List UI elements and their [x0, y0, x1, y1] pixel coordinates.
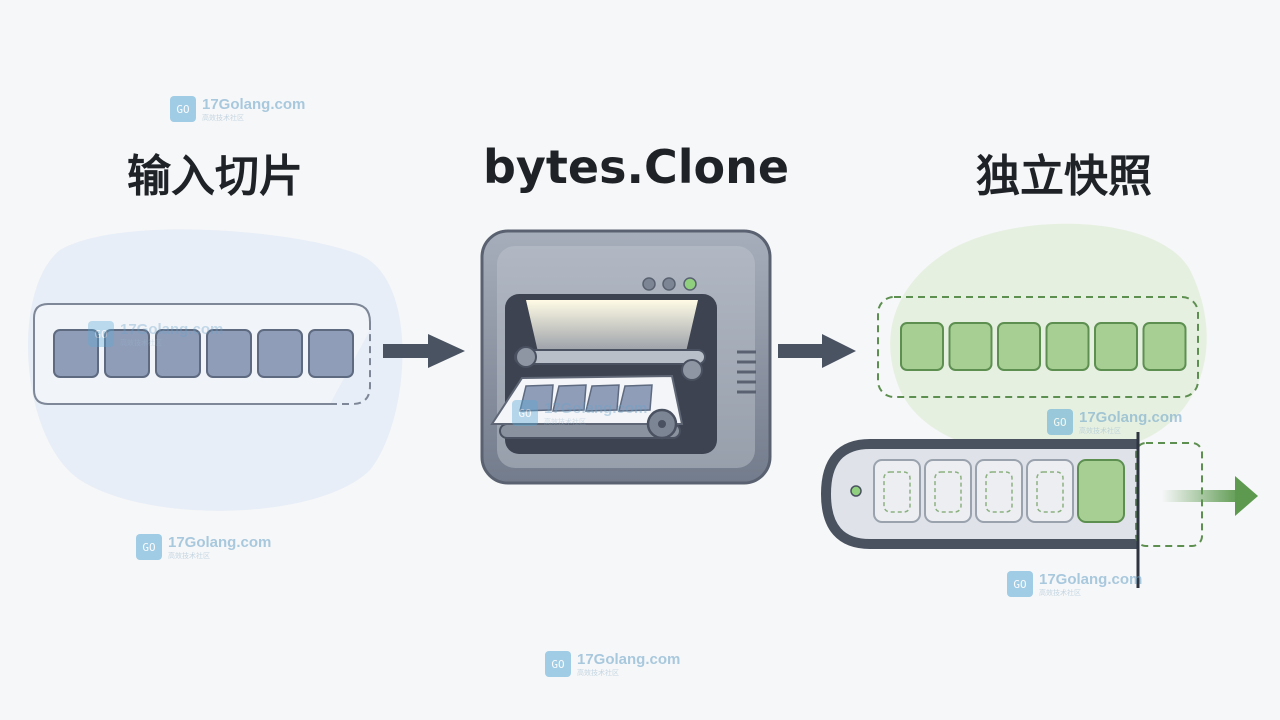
watermark-text: 17Golang.com [544, 399, 648, 417]
watermark-subtext: 高效技术社区 [544, 417, 586, 426]
output-byte-cell [1045, 322, 1090, 371]
watermark-text: 17Golang.com [202, 95, 306, 113]
watermark-logo-icon: GO [512, 400, 538, 426]
conveyor [820, 432, 1258, 588]
watermark-text: 17Golang.com [168, 533, 272, 551]
watermark-logo-icon: GO [88, 321, 114, 347]
copied-byte-cell [585, 384, 620, 412]
arrow-to-clone [383, 334, 465, 368]
output-slice-frame [877, 296, 1199, 398]
watermark-logo-icon: GO [170, 96, 196, 122]
output-byte-cell [1094, 322, 1138, 371]
conveyor-slot-empty [975, 459, 1023, 523]
watermark-text: 17Golang.com [577, 650, 681, 668]
conveyor-slot-placeholder [883, 471, 911, 513]
input-byte-cell [206, 329, 252, 378]
input-byte-cell [155, 329, 201, 378]
conveyor-slot-empty [1026, 459, 1074, 523]
input-byte-cell [257, 329, 303, 378]
copy-sheet [490, 374, 684, 425]
copied-byte-cell [552, 384, 587, 412]
input-byte-cell [53, 329, 99, 378]
input-byte-cell [308, 329, 354, 378]
conveyor-slot-empty [873, 459, 921, 523]
copied-byte-cell [519, 384, 554, 412]
indicator-light-2 [662, 277, 676, 291]
conveyor-slot-placeholder [934, 471, 962, 513]
conveyor-slot-placeholder [985, 471, 1013, 513]
conveyor-bolt [850, 485, 862, 497]
watermark-subtext: 高效技术社区 [168, 551, 210, 560]
input-slice-title: 输入切片 [127, 151, 303, 202]
copied-byte-cell [618, 384, 653, 412]
clone-machine [480, 229, 772, 485]
output-byte-cell [1142, 322, 1187, 371]
vent-slats [737, 350, 756, 394]
indicator-light-green [683, 277, 697, 291]
watermark-subtext: 高效技术社区 [1079, 426, 1121, 435]
indicator-light-1 [642, 277, 656, 291]
output-byte-cell [948, 322, 993, 371]
watermark-logo-icon: GO [1047, 409, 1073, 435]
conveyor-slot-placeholder [1036, 471, 1064, 513]
conveyor-slot-filled [1077, 459, 1125, 523]
green-output-arrow [1162, 476, 1258, 516]
input-slice-open-edge [330, 330, 371, 405]
watermark-subtext: 高效技术社区 [202, 113, 244, 122]
watermark-subtext: 高效技术社区 [120, 338, 162, 347]
output-byte-cell [997, 322, 1041, 371]
conveyor-slot-empty [924, 459, 972, 523]
watermark-text: 17Golang.com [1079, 408, 1183, 426]
watermark-text: 17Golang.com [1039, 570, 1143, 588]
watermark-text: 17Golang.com [120, 320, 224, 338]
input-byte-cell [104, 329, 150, 378]
watermark-logo-icon: GO [545, 651, 571, 677]
output-snapshot-title: 独立快照 [976, 151, 1152, 202]
watermark-logo-icon: GO [1007, 571, 1033, 597]
watermark-subtext: 高效技术社区 [577, 668, 619, 677]
output-slice [877, 296, 1199, 398]
conveyor-output-frame [1135, 442, 1203, 547]
function-title: bytes.Clone [482, 140, 790, 194]
watermark-logo-icon: GO [136, 534, 162, 560]
scan-light [526, 300, 698, 352]
arrow-to-snapshot [778, 334, 856, 368]
input-slice [33, 303, 371, 405]
output-byte-cell [900, 322, 944, 371]
watermark-subtext: 高效技术社区 [1039, 588, 1081, 597]
